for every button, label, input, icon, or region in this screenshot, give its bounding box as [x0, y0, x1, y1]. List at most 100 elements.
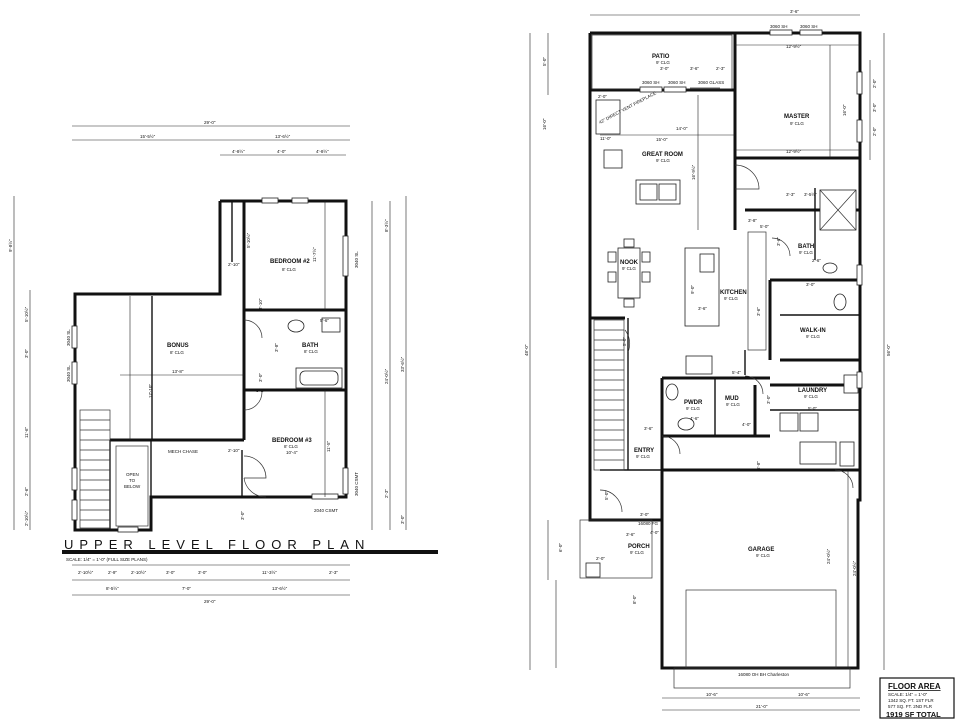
main-porch-label: PORCH: [628, 544, 650, 550]
upper-dim-sm-b: 3'-10": [258, 298, 263, 310]
toilet-icon: [833, 293, 847, 311]
main-dim-left-d: 6'-0": [558, 543, 563, 552]
floor-area-first: 1342 SQ. FT. 1ST FLR: [888, 698, 934, 703]
main-window-2: 3060 SH: [668, 80, 686, 85]
main-dim-porch-d: 4'-0": [650, 530, 659, 535]
main-laundry-label: LAUNDRY: [798, 388, 827, 394]
main-mud-label: MUD: [725, 396, 739, 402]
main-laundry-ceiling: 9' CLG: [804, 394, 818, 399]
main-master-ceiling: 9' CLG: [790, 121, 804, 126]
main-dim-right-e: 24'-0½": [825, 548, 831, 564]
upper-dim-bot-e: 3'-0": [198, 570, 207, 575]
upper-dim-bot-total: 29'-0": [204, 599, 216, 604]
upper-dim-sm-a: 2'-10": [228, 262, 240, 267]
main-dim-patio-x: 3'-6": [690, 66, 699, 71]
upper-dim-right-d: 2'-3": [384, 489, 389, 498]
upper-dim-sm-d: 3'-8": [274, 343, 279, 352]
main-master-label: MASTER: [784, 114, 810, 120]
main-dim-left-c: 48'-0": [524, 344, 529, 356]
upper-dim-left-e: 2'-6": [24, 487, 29, 496]
main-entry-label: ENTRY: [634, 448, 654, 454]
upper-bedroom3-width: 10'-4": [286, 450, 298, 455]
floor-area-box: [879, 677, 955, 719]
main-dim-porch-c: 3'-0": [640, 512, 649, 517]
main-dim-k-d: 3'-6": [776, 237, 781, 246]
main-patio-ceiling: 9' CLG: [656, 60, 670, 65]
main-porch-door-label: 16080 FG: [638, 521, 659, 526]
main-dim-porch-b: 5'-0": [604, 491, 609, 500]
upper-dim-right-e: 3'-0": [400, 515, 405, 524]
upper-dim-bot-d: 3'-0": [166, 570, 175, 575]
main-pwdr-ceiling: 9' CLG: [686, 406, 700, 411]
main-dim-master-w2: 12'-9½": [786, 148, 802, 154]
main-dim-entry-e: 4'-0": [742, 422, 751, 427]
main-dim-bot-b: 10'-6": [798, 692, 810, 697]
upper-bedroom2-label: BEDROOM #2: [270, 259, 310, 265]
fireplace-icon: [595, 99, 621, 135]
main-nook-ceiling: 9' CLG: [622, 266, 636, 271]
upper-open-label-3: BELOW: [124, 484, 141, 489]
main-level-plan: [529, 14, 955, 719]
upper-dim-top-a: 4'-8½": [232, 148, 245, 154]
main-dim-k-h: 3'-6": [756, 307, 761, 316]
main-dim-entry-b: 3'-6": [644, 426, 653, 431]
main-dim-master-h: 16'-0": [842, 104, 847, 116]
upper-bedroom3-height: 11'-5": [326, 440, 331, 452]
upper-dim-sm-g: 5'-6": [320, 318, 329, 323]
range-icon: [685, 355, 713, 375]
main-great-room-label: GREAT ROOM: [642, 152, 683, 158]
door-swing-icon: [243, 455, 267, 479]
main-dim-k-i: 2'-6": [812, 258, 821, 263]
main-dim-entry-d: 5'-0": [622, 337, 627, 346]
main-great-room-ceiling: 9' CLG: [656, 158, 670, 163]
upper-dim-bot-b: 2'-9": [108, 570, 117, 575]
main-garage-door-label: 16080 OH BH Charleston: [738, 672, 790, 677]
dining-table-icon: [617, 247, 641, 299]
upper-bedroom2-ceiling: 8' CLG: [282, 267, 296, 272]
upper-dim-left-d: 11'-6": [24, 426, 29, 438]
upper-dim-sm-e: 3'-2": [256, 388, 265, 393]
main-dim-top-b: 3060 SH: [770, 24, 788, 29]
main-dim-k-b: 3'-6": [698, 306, 707, 311]
upper-open-label-2: TO: [129, 478, 136, 483]
dryer-icon: [799, 412, 819, 432]
main-dim-top-c: 3060 SH: [800, 24, 818, 29]
upper-window-d: 3040 SL: [66, 329, 71, 346]
toilet-icon: [321, 317, 341, 333]
main-dim-porch-f: 2'-0": [596, 556, 605, 561]
door-swing-icon: [734, 164, 760, 190]
main-dim-k-e: 3'-3": [786, 192, 795, 197]
floor-area-total: 1919 SF TOTAL: [886, 710, 941, 719]
washer-icon: [779, 412, 799, 432]
main-dim-entry-f: 6'-8": [756, 461, 761, 470]
upper-mech-label: MECH CHASE: [168, 449, 198, 454]
main-dim-k-g: 5'-0": [760, 224, 769, 229]
main-dim-great-w2: 15'-0": [656, 137, 668, 142]
main-dim-right-d: 2'-0": [872, 127, 877, 136]
main-dim-garage-w: 24'-0½": [851, 560, 857, 576]
upper-bath-ceiling: 8' CLG: [304, 349, 318, 354]
upper-dim-sm-h: 3'-0": [240, 511, 245, 520]
upper-dim-left-b: 5'-10½": [23, 306, 29, 322]
upper-bedroom2-dim: 11'-7½": [311, 247, 317, 262]
main-dim-k-k: 5'-0": [808, 406, 817, 411]
main-dim-great-x: 11'-0": [600, 136, 612, 141]
sink-icon: [287, 319, 305, 333]
main-dim-left-b: 16'-0": [542, 118, 547, 130]
main-dim-great-h: 16'-9½": [690, 164, 696, 180]
upper-dim-bot2-c: 13'-6½": [272, 585, 288, 591]
upper-dim-top-left: 15'-5½": [140, 133, 156, 139]
upper-bonus-ceiling: 8' CLG: [170, 350, 184, 355]
upper-dim-right-a: 8'-3½": [383, 219, 389, 232]
upper-dim-top-b: 4'-0": [277, 149, 286, 154]
upper-bath-label: BATH: [302, 343, 318, 349]
main-dim-porch-a: 3'-6": [626, 532, 635, 537]
main-dim-right-a: 56'-0": [886, 344, 891, 356]
main-garage-ceiling: 9' CLG: [756, 553, 770, 558]
main-dim-entry-c: 4'-6": [690, 416, 699, 421]
main-walkin-ceiling: 9' CLG: [806, 334, 820, 339]
main-bath-label: BATH: [798, 244, 814, 250]
main-dim-bot-a: 10'-6": [706, 692, 718, 697]
main-dim-porch-e: 8'-0": [632, 595, 637, 604]
upper-bedroom3-label: BEDROOM #3: [272, 438, 312, 444]
